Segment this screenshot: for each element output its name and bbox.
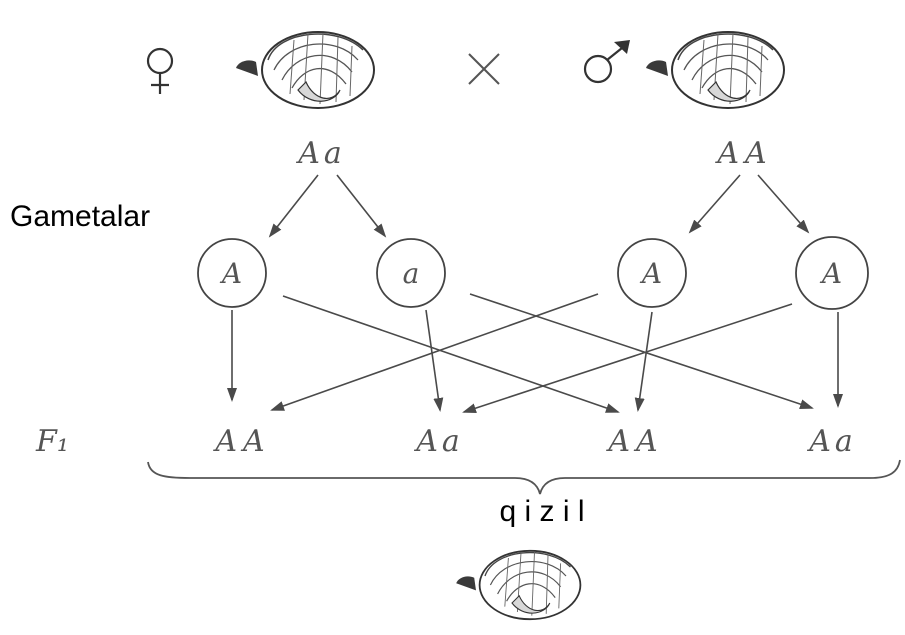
gamete-to-offspring-arrows [227, 293, 843, 413]
snail-shell-icon [645, 31, 785, 109]
phenotype-label: q i z i l [499, 495, 584, 528]
gamete-label: A [219, 257, 242, 290]
gamete-circle: A [617, 238, 687, 308]
offspring-genotype: AA [605, 424, 663, 459]
gamete-label: A [639, 257, 662, 290]
parent-to-gamete-arrows [268, 174, 810, 238]
offspring-brace [147, 459, 901, 495]
male-symbol-icon [583, 40, 630, 84]
gamete-circle: A [795, 236, 869, 310]
gametes-label: Gametalar [10, 200, 150, 233]
offspring-genotype: AA [212, 424, 270, 459]
gamete-label: A [819, 257, 842, 290]
male-genotype: AA [714, 136, 772, 171]
gamete-label: a [403, 257, 420, 290]
offspring-genotype: Aa [413, 424, 464, 459]
cross-symbol [468, 53, 500, 85]
offspring-genotype: Aa [806, 424, 857, 459]
generation-label: F₁ [35, 424, 69, 459]
snail-shell-icon [455, 549, 582, 621]
gamete-circle: A [197, 238, 267, 308]
female-symbol-icon [146, 47, 174, 94]
gamete-circle: a [376, 238, 446, 308]
female-genotype: Aa [295, 136, 346, 171]
snail-shell-icon [235, 31, 375, 109]
